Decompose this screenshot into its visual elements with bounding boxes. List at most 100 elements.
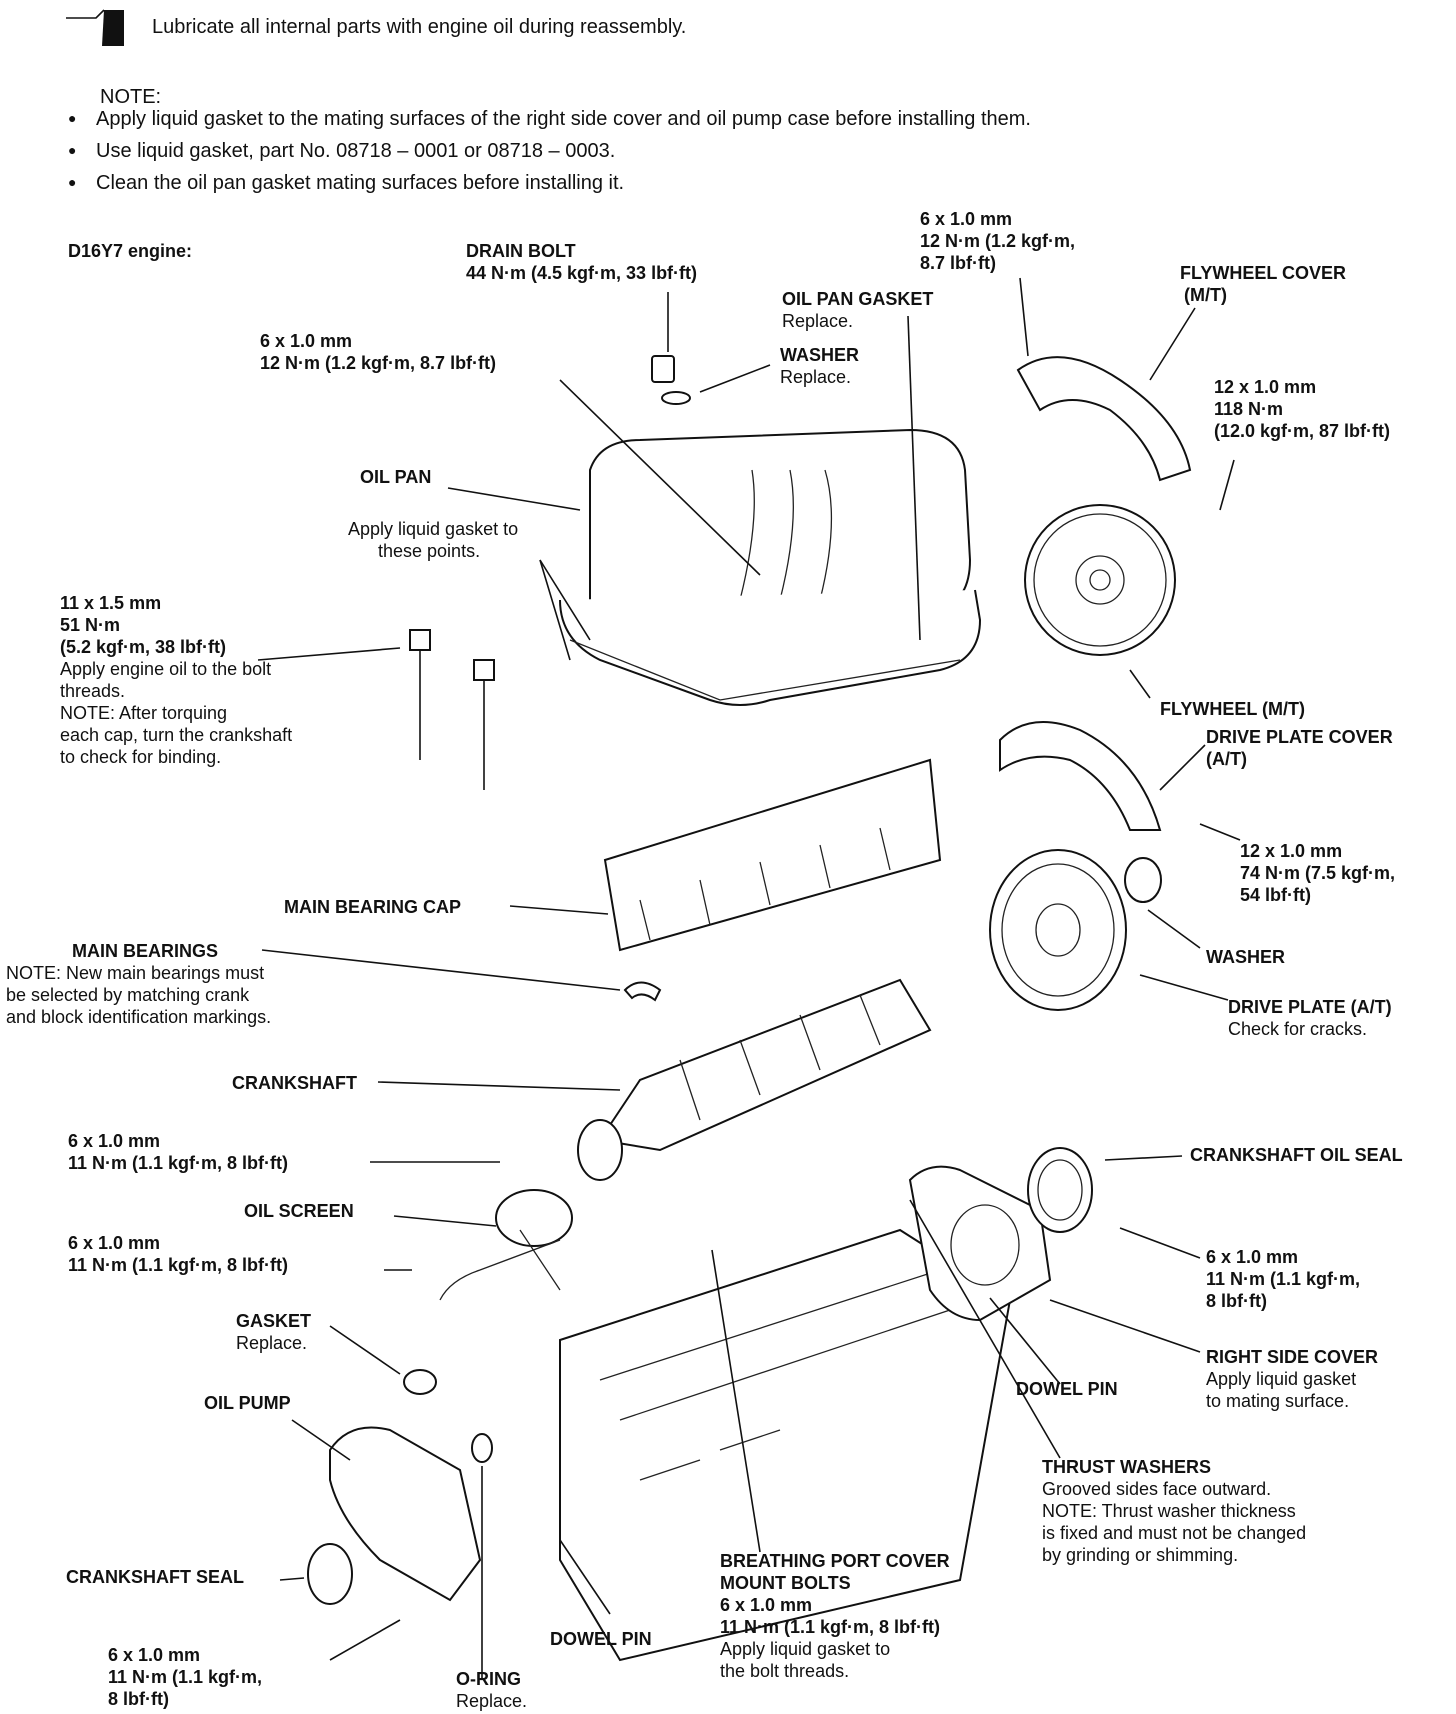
pump-bolt-torque: 11 N·m (1.1 kgf·m, xyxy=(108,1667,263,1687)
oil-can-icon xyxy=(66,9,124,46)
main-bearing-cap-label: MAIN BEARING CAP xyxy=(284,897,462,917)
drive-plate-bolt-size: 12 x 1.0 mm xyxy=(1240,841,1343,861)
gasket-note: Replace. xyxy=(236,1333,308,1353)
pan-bolt-label: 6 x 1.0 mm 12 N·m (1.2 kgf·m, 8.7 lbf·ft… xyxy=(260,330,496,374)
main-bearings-label: MAIN BEARINGS NOTE: New main bearings mu… xyxy=(6,940,271,1028)
main-cap-bolt-torque2: (5.2 kgf·m, 38 lbf·ft) xyxy=(60,637,227,657)
breathing-port-title2: MOUNT BOLTS xyxy=(720,1573,851,1593)
breathing-port-title1: BREATHING PORT COVER xyxy=(720,1551,950,1571)
crank-seal-label: CRANKSHAFT SEAL xyxy=(66,1567,244,1587)
liquid-gasket-points-label: Apply liquid gasket to these points. xyxy=(348,518,518,562)
gasket-drawing xyxy=(403,1369,437,1395)
flywheel-bolt-label: 12 x 1.0 mm 118 N·m (12.0 kgf·m, 87 lbf·… xyxy=(1214,376,1390,442)
thrust-washers-title: THRUST WASHERS xyxy=(1042,1457,1212,1477)
main-bearings-note2: be selected by matching crank xyxy=(6,985,250,1005)
screen-bolt2-size: 6 x 1.0 mm xyxy=(68,1233,161,1253)
washer-top-note: Replace. xyxy=(780,367,852,387)
oil-pump-drawing xyxy=(329,1426,482,1602)
drive-plate-drawing xyxy=(989,849,1162,1011)
screen-bolt2-label: 6 x 1.0 mm 11 N·m (1.1 kgf·m, 8 lbf·ft) xyxy=(68,1232,288,1276)
pump-bolt-size: 6 x 1.0 mm xyxy=(108,1645,201,1665)
main-cap-bolt-note5: to check for binding. xyxy=(60,747,222,767)
top-bolt-label: 6 x 1.0 mm 12 N·m (1.2 kgf·m, 8.7 lbf·ft… xyxy=(920,208,1075,274)
cover-bolt-size: 6 x 1.0 mm xyxy=(1206,1247,1299,1267)
breathing-port-note1: Apply liquid gasket to xyxy=(720,1639,891,1659)
drive-plate-cover-drawing xyxy=(999,721,1162,831)
main-bearings-title: MAIN BEARINGS xyxy=(72,941,219,961)
screen-bolt1-label: 6 x 1.0 mm 11 N·m (1.1 kgf·m, 8 lbf·ft) xyxy=(68,1130,288,1174)
breathing-port-note2: the bolt threads. xyxy=(720,1661,850,1681)
note-item: Use liquid gasket, part No. 08718 – 0001… xyxy=(68,140,615,163)
main-cap-bolt-note4: each cap, turn the crankshaft xyxy=(60,725,293,745)
flywheel-cover-sub: (M/T) xyxy=(1184,285,1227,305)
main-bearing-cap-drawing xyxy=(603,758,942,952)
oil-pan-label: OIL PAN xyxy=(360,467,432,487)
main-cap-bolt-torque: 51 N·m xyxy=(60,615,121,635)
breathing-port-size: 6 x 1.0 mm xyxy=(720,1595,813,1615)
dowel-pin-bottom-label: DOWEL PIN xyxy=(550,1629,652,1649)
right-side-cover-note1: Apply liquid gasket xyxy=(1206,1369,1357,1389)
drain-bolt-drawing xyxy=(651,355,691,405)
screen-bolt1-size: 6 x 1.0 mm xyxy=(68,1131,161,1151)
main-cap-bolt-note1: Apply engine oil to the bolt xyxy=(60,659,272,679)
crankshaft-oil-seal-drawing xyxy=(1027,1147,1093,1233)
pump-bolt-torque2: 8 lbf·ft) xyxy=(108,1689,169,1709)
drive-plate-cover-title: DRIVE PLATE COVER xyxy=(1206,727,1393,747)
drive-plate-label: DRIVE PLATE (A/T) Check for cracks. xyxy=(1228,996,1392,1040)
crank-oil-seal-label: CRANKSHAFT OIL SEAL xyxy=(1190,1145,1403,1165)
engine-label: D16Y7 engine: xyxy=(68,241,193,261)
breathing-port-torque: 11 N·m (1.1 kgf·m, 8 lbf·ft) xyxy=(720,1617,941,1637)
main-cap-bolt-size: 11 x 1.5 mm xyxy=(60,593,162,613)
thrust-washers-note4: by grinding or shimming. xyxy=(1042,1545,1239,1565)
thrust-washers-note2: NOTE: Thrust washer thickness xyxy=(1042,1501,1296,1521)
screen-bolt2-torque: 11 N·m (1.1 kgf·m, 8 lbf·ft) xyxy=(68,1255,289,1275)
cover-bolt-torque: 11 N·m (1.1 kgf·m, xyxy=(1206,1269,1361,1289)
liquid-gasket-points-line1: Apply liquid gasket to xyxy=(348,519,519,539)
flywheel-cover-drawing xyxy=(1016,356,1192,482)
flywheel-drawing xyxy=(1024,504,1176,656)
pan-bolt-torque: 12 N·m (1.2 kgf·m, 8.7 lbf·ft) xyxy=(260,353,497,373)
oil-pump-label: OIL PUMP xyxy=(204,1393,291,1413)
breathing-port-label: BREATHING PORT COVER MOUNT BOLTS 6 x 1.0… xyxy=(720,1550,950,1682)
o-ring-drawing xyxy=(471,1433,493,1463)
right-side-cover-drawing xyxy=(908,1165,1052,1322)
cover-bolt-torque2: 8 lbf·ft) xyxy=(1206,1291,1267,1311)
pump-bolt-label: 6 x 1.0 mm 11 N·m (1.1 kgf·m, 8 lbf·ft) xyxy=(108,1644,262,1710)
oil-screen-label: OIL SCREEN xyxy=(244,1201,354,1221)
main-bearings-note3: and block identification markings. xyxy=(6,1007,272,1027)
cover-bolt-label: 6 x 1.0 mm 11 N·m (1.1 kgf·m, 8 lbf·ft) xyxy=(1206,1246,1360,1312)
dowel-pin-right-label: DOWEL PIN xyxy=(1016,1379,1118,1399)
o-ring-label: O-RING Replace. xyxy=(456,1668,527,1712)
washer-top-title: WASHER xyxy=(780,345,860,365)
drain-bolt-title: DRAIN BOLT xyxy=(466,241,576,261)
right-side-cover-label: RIGHT SIDE COVER Apply liquid gasket to … xyxy=(1206,1346,1378,1412)
thrust-washers-note3: is fixed and must not be changed xyxy=(1042,1523,1307,1543)
crankshaft-drawing xyxy=(577,978,932,1181)
oil-screen-drawing xyxy=(439,1189,573,1301)
drive-plate-bolt-torque2: 54 lbf·ft) xyxy=(1240,885,1311,905)
top-bolt-torque: 12 N·m (1.2 kgf·m, xyxy=(920,231,1076,251)
oil-pan-drawing xyxy=(559,428,982,706)
gasket-label: GASKET Replace. xyxy=(236,1310,311,1354)
drive-plate-bolt-torque: 74 N·m (7.5 kgf·m, xyxy=(1240,863,1396,883)
flywheel-bolt-torque: 118 N·m xyxy=(1214,399,1284,419)
right-side-cover-note2: to mating surface. xyxy=(1206,1391,1350,1411)
main-cap-bolt-note2: threads. xyxy=(60,681,126,701)
main-cap-bolt-label: 11 x 1.5 mm 51 N·m (5.2 kgf·m, 38 lbf·ft… xyxy=(60,592,292,768)
flywheel-cover-title: FLYWHEEL COVER xyxy=(1180,263,1347,283)
top-bolt-torque2: 8.7 lbf·ft) xyxy=(920,253,996,273)
flywheel-bolt-size: 12 x 1.0 mm xyxy=(1214,377,1317,397)
crankshaft-label: CRANKSHAFT xyxy=(232,1073,357,1093)
main-bearing-shell-drawing xyxy=(623,981,662,1002)
oil-pan-gasket-label: OIL PAN GASKET Replace. xyxy=(782,288,933,332)
washer-top-label: WASHER Replace. xyxy=(780,344,859,388)
main-cap-bolts-drawing xyxy=(409,629,495,790)
oil-pan-gasket-title: OIL PAN GASKET xyxy=(782,289,934,309)
thrust-washers-note1: Grooved sides face outward. xyxy=(1042,1479,1272,1499)
flywheel-label: FLYWHEEL (M/T) xyxy=(1160,699,1305,719)
washer-dp-label: WASHER xyxy=(1206,947,1286,967)
top-bolt-size: 6 x 1.0 mm xyxy=(920,209,1013,229)
drive-plate-bolt-label: 12 x 1.0 mm 74 N·m (7.5 kgf·m, 54 lbf·ft… xyxy=(1240,840,1395,906)
liquid-gasket-points-line2: these points. xyxy=(378,541,481,561)
